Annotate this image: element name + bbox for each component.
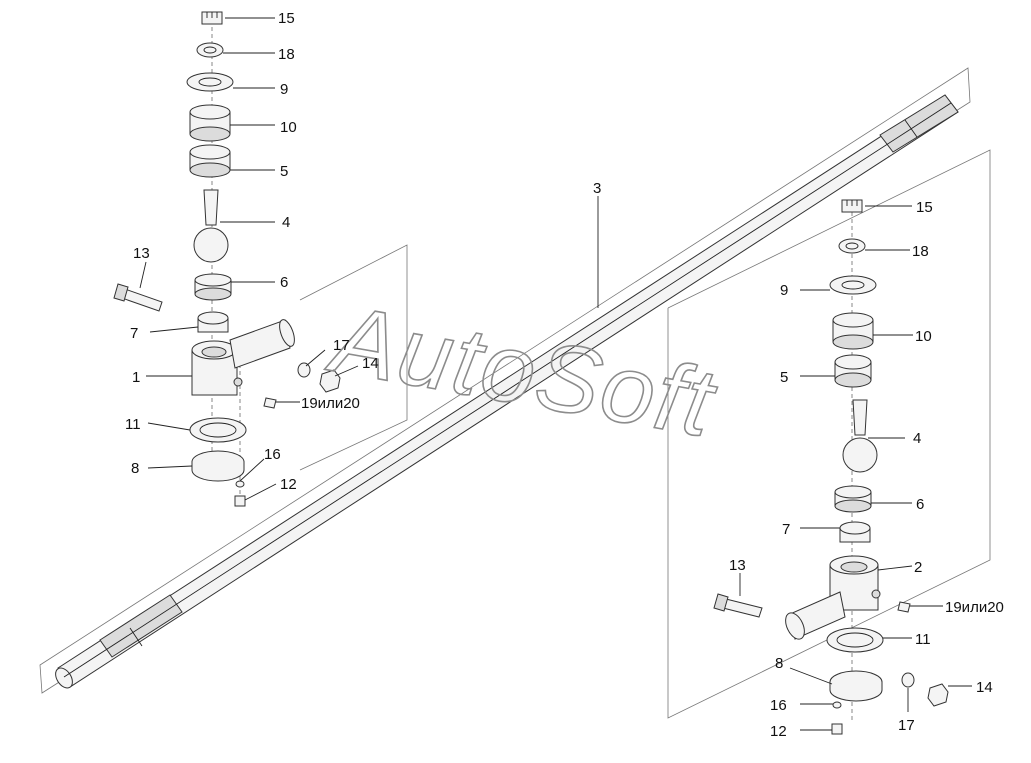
- right-tie-rod-end: [713, 199, 949, 735]
- frame-rod: [39, 67, 971, 694]
- label-left-4: 4: [282, 214, 290, 231]
- frame-right-assembly: [667, 149, 991, 719]
- label-right-4: 4: [913, 430, 921, 447]
- tie-rod-tube: [55, 94, 959, 689]
- label-right-18: 18: [912, 243, 929, 260]
- label-right-15: 15: [916, 199, 933, 216]
- label-left-17: 17: [333, 337, 350, 354]
- label-right-14: 14: [976, 679, 993, 696]
- label-right-2: 2: [914, 559, 922, 576]
- label-left-9: 9: [280, 81, 288, 98]
- label-left-1: 1: [132, 369, 140, 386]
- label-right-8: 8: [775, 655, 783, 672]
- label-left-11: 11: [125, 416, 141, 433]
- label-left-16: 16: [264, 446, 281, 463]
- label-left-8: 8: [131, 460, 139, 477]
- label-right-5: 5: [780, 369, 788, 386]
- label-left-13: 13: [133, 245, 150, 262]
- label-right-9: 9: [780, 282, 788, 299]
- label-left-7: 7: [130, 325, 138, 342]
- label-left-14: 14: [362, 355, 379, 372]
- label-left-19or20: 19или20: [301, 395, 360, 412]
- label-left-5: 5: [280, 163, 288, 180]
- label-right-10: 10: [915, 328, 932, 345]
- frame-left-assembly: [299, 244, 408, 471]
- label-right-12: 12: [770, 723, 787, 740]
- label-right-6: 6: [916, 496, 924, 513]
- label-rod-3: 3: [593, 180, 601, 197]
- label-left-10: 10: [280, 119, 297, 136]
- label-right-7: 7: [782, 521, 790, 538]
- label-left-12: 12: [280, 476, 297, 493]
- label-right-17: 17: [898, 717, 915, 734]
- label-left-6: 6: [280, 274, 288, 291]
- leader-lines: [139, 17, 972, 731]
- label-right-13: 13: [729, 557, 746, 574]
- left-tie-rod-end: [113, 11, 341, 507]
- label-left-18: 18: [278, 46, 295, 63]
- label-right-19or20: 19или20: [945, 599, 1004, 616]
- label-right-16: 16: [770, 697, 787, 714]
- label-left-15: 15: [278, 10, 295, 27]
- label-right-11: 11: [915, 631, 931, 648]
